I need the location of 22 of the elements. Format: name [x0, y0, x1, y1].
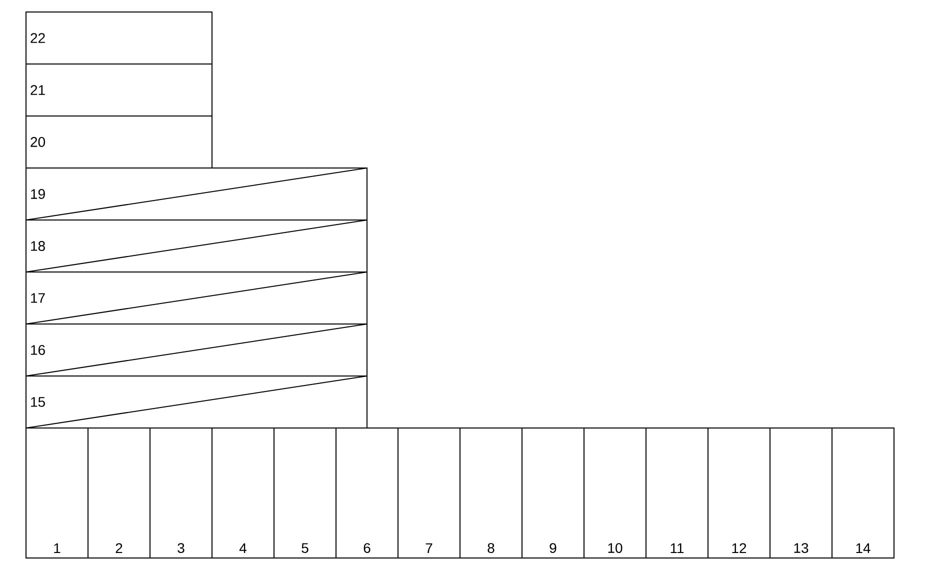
- column-cell: 5: [274, 428, 336, 558]
- column-cell: 2: [88, 428, 150, 558]
- column-cell: 7: [398, 428, 460, 558]
- column-cell: 9: [522, 428, 584, 558]
- column-cell: 14: [832, 428, 894, 558]
- column-cell: 12: [708, 428, 770, 558]
- column-cell: 8: [460, 428, 522, 558]
- hatched-row-cell: 18: [26, 220, 368, 272]
- hatched-row-cell: 17: [26, 272, 368, 324]
- hatched-row-cell: 19: [26, 168, 368, 220]
- column-cell: 13: [770, 428, 832, 558]
- column-cell: 3: [150, 428, 212, 558]
- column-cell: 1: [26, 428, 88, 558]
- row-cell: 22: [26, 12, 212, 64]
- hatched-row-cell: 15: [26, 376, 368, 428]
- hatched-row-cell: 16: [26, 324, 368, 376]
- column-cell: 10: [584, 428, 646, 558]
- column-cell: 6: [336, 428, 398, 558]
- row-cell: 21: [26, 64, 212, 116]
- column-cell: 11: [646, 428, 708, 558]
- row-cell: 20: [26, 116, 212, 168]
- column-cell: 4: [212, 428, 274, 558]
